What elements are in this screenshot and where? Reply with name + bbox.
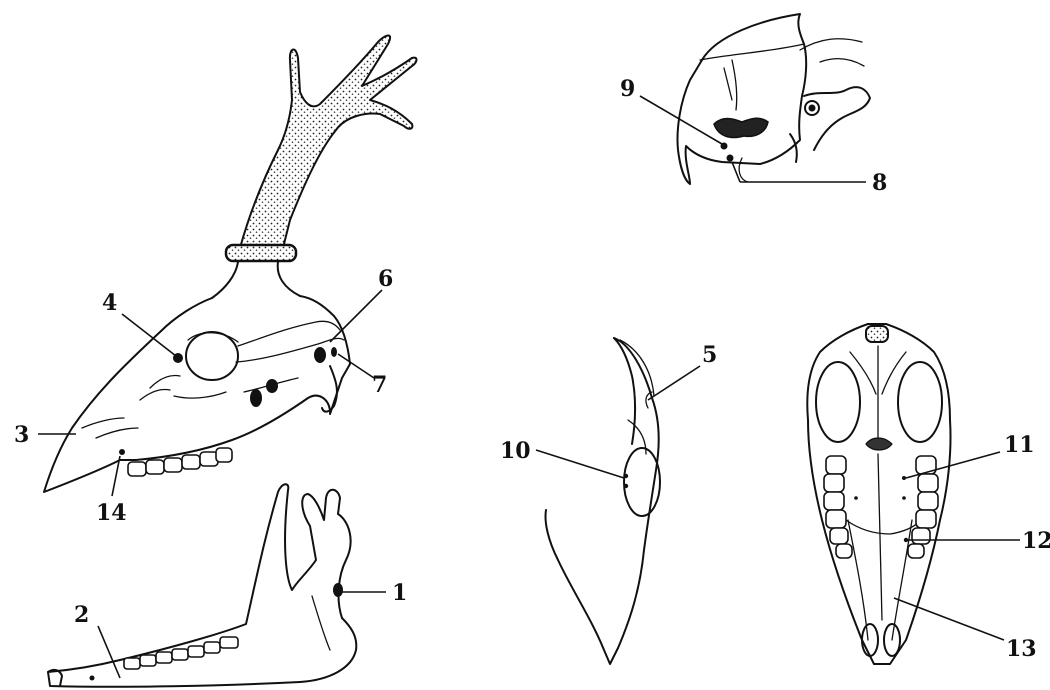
leader-6 <box>330 290 382 342</box>
foramen-12 <box>904 538 908 542</box>
foramen-magnum <box>714 118 768 137</box>
leader-5 <box>648 366 700 400</box>
leader-4 <box>122 314 176 356</box>
leader-2 <box>98 626 120 678</box>
choanae <box>866 438 892 450</box>
leader-10 <box>536 450 624 478</box>
lower-tooth-row <box>124 637 238 669</box>
occipital-condyle <box>866 326 888 342</box>
leader-9 <box>640 96 722 144</box>
orbit <box>186 332 238 380</box>
foramen-2 <box>90 676 95 681</box>
foramen-8 <box>727 155 734 162</box>
ventral-view <box>807 324 950 664</box>
foramen-14 <box>119 449 125 455</box>
label-7: 7 <box>372 372 387 398</box>
label-2: 2 <box>74 602 89 628</box>
label-1: 1 <box>392 580 407 606</box>
label-5: 5 <box>702 342 717 368</box>
foramen-10 <box>624 474 628 478</box>
leader-13 <box>894 598 1004 640</box>
label-13: 13 <box>1006 636 1037 662</box>
label-6: 6 <box>378 266 393 292</box>
label-8: 8 <box>872 170 887 196</box>
foramen-6 <box>314 347 326 363</box>
label-10: 10 <box>500 438 531 464</box>
label-9: 9 <box>620 76 635 102</box>
pedicle <box>212 262 300 298</box>
foramen-1 <box>333 583 343 597</box>
upper-tooth-row <box>128 448 232 476</box>
antler <box>240 36 417 253</box>
dorsal-outline <box>546 338 659 664</box>
label-12: 12 <box>1022 528 1050 554</box>
label-14: 14 <box>96 500 127 526</box>
mandible-lateral-view <box>48 484 356 687</box>
lateral-skull-view <box>44 36 417 493</box>
antler-burr <box>226 245 296 261</box>
label-4: 4 <box>102 290 117 316</box>
foramen-7 <box>331 347 337 357</box>
foramen-11 <box>902 476 906 480</box>
label-11: 11 <box>1004 432 1035 458</box>
dorsal-view <box>546 338 661 664</box>
occipital-view <box>678 14 871 184</box>
ventral-right-tooth-row <box>908 456 938 558</box>
label-3: 3 <box>14 422 29 448</box>
